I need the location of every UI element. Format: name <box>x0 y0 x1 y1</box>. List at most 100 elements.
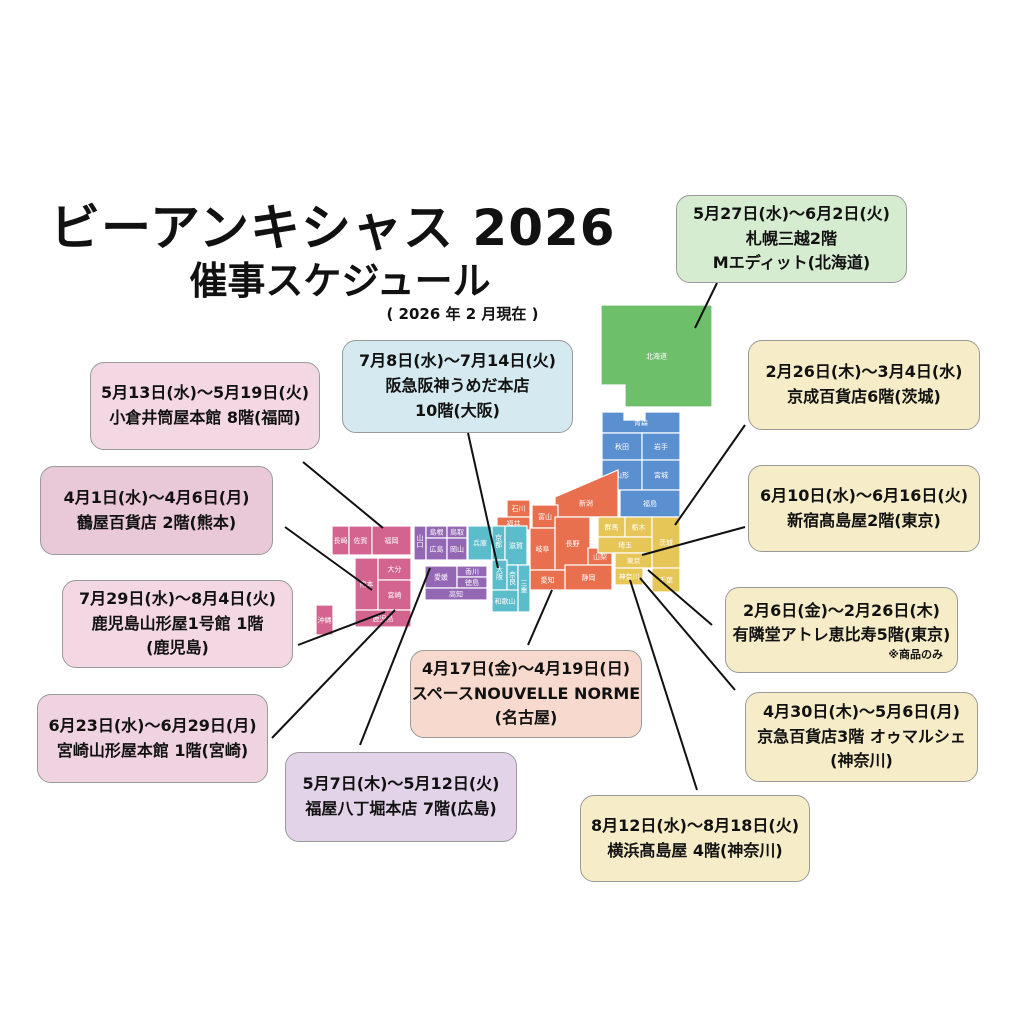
event-venue: (名古屋) <box>494 708 558 728</box>
leader-line <box>467 432 499 569</box>
prefecture-label: 愛知 <box>541 576 555 585</box>
prefecture-label: 岡山 <box>450 545 464 554</box>
leader-line <box>674 424 746 526</box>
prefecture-34 <box>446 537 468 561</box>
prefecture-label: 福島 <box>643 499 657 508</box>
as-of-date: ( 2026 年 2 月現在 ) <box>386 305 539 323</box>
prefecture-label: 鹿児島 <box>373 614 394 623</box>
prefecture-label: 徳島 <box>465 578 479 587</box>
prefecture-label: 広島 <box>430 545 444 554</box>
event-venue: 鹿児島山形屋1号館 1階 <box>91 613 264 633</box>
prefecture-14 <box>564 564 613 591</box>
event-venue: 鶴屋百貨店 2階(熊本) <box>76 512 237 532</box>
prefecture-label: 茨城 <box>659 538 673 547</box>
prefecture-label: 沖縄 <box>318 616 332 625</box>
prefecture-label: 香川 <box>465 567 479 576</box>
prefecture-7 <box>554 469 619 518</box>
event-venue: 10階(大阪) <box>415 400 500 420</box>
prefecture-label: 熊本 <box>360 580 374 589</box>
prefecture-label: 鳥取 <box>450 528 464 537</box>
event-box: 2月26日(木)〜3月4日(水) 京成百貨店6階(茨城) <box>748 340 980 430</box>
prefecture-12 <box>554 516 591 571</box>
event-venue: 新宿髙島屋2階(東京) <box>787 510 941 530</box>
event-venue: Mエディット(北海道) <box>712 253 871 273</box>
prefecture-label: 神奈川 <box>619 572 640 581</box>
event-dates: 4月17日(金)〜4月19日(日) <box>421 658 631 678</box>
prefecture-label: 富山 <box>538 512 552 521</box>
prefecture-28 <box>517 564 531 613</box>
prefecture-label: 北海道 <box>646 352 667 361</box>
prefecture-label: 山形 <box>615 471 629 480</box>
event-dates: 4月30日(木)〜5月6日(月) <box>763 701 960 721</box>
event-venue: 小倉井筒屋本館 8階(福岡) <box>109 408 301 427</box>
prefecture-29 <box>491 589 519 613</box>
event-note: ※商品のみ <box>888 648 943 662</box>
event-dates: 2月26日(木)〜3月4日(水) <box>765 362 963 382</box>
prefecture-label: 宮崎 <box>388 591 402 600</box>
event-venue: 宮崎山形屋本館 1階(宮崎) <box>56 740 249 760</box>
prefecture-label: 山梨 <box>593 552 607 561</box>
prefecture-38 <box>424 587 488 601</box>
prefecture-21 <box>614 567 644 586</box>
event-box: 6月10日(水)〜6月16日(火)新宿髙島屋2階(東京) <box>748 465 980 552</box>
event-dates: 5月27日(水)〜6月2日(火) <box>693 203 890 223</box>
event-box: 2月6日(金)〜2月26日(木) 有隣堂アトレ恵比寿5階(東京) ※商品のみ <box>725 587 958 673</box>
event-box: 5月7日(木)〜5月12日(火)福屋八丁堀本店 7階(広島) <box>285 752 517 842</box>
prefecture-2 <box>601 432 643 461</box>
event-venue: (鹿児島) <box>146 638 209 658</box>
prefecture-label: 兵庫 <box>473 539 487 548</box>
leader-line <box>284 526 373 591</box>
event-venue: スペースNOUVELLE NORME <box>411 683 641 703</box>
event-dates: 4月1日(水)〜4月6日(月) <box>63 487 250 507</box>
prefecture-3 <box>641 432 681 461</box>
prefecture-label: 高知 <box>449 590 463 599</box>
prefecture-label: 長崎 <box>334 536 348 545</box>
leader-line <box>527 589 553 646</box>
prefecture-label: 岐阜 <box>536 545 550 554</box>
prefecture-23 <box>467 525 493 561</box>
leader-line <box>694 282 718 329</box>
event-dates: 6月23日(水)〜6月29日(月) <box>48 715 257 735</box>
prefecture-label: 群馬 <box>605 523 619 532</box>
prefecture-5 <box>641 459 681 491</box>
event-venue: 有隣堂アトレ恵比寿5階(東京) <box>732 625 951 645</box>
prefecture-label: 愛媛 <box>434 573 448 582</box>
event-dates: 7月29日(水)〜8月4日(火) <box>79 588 276 608</box>
prefecture-41 <box>371 525 412 556</box>
prefecture-label: 三重 <box>520 580 528 594</box>
event-venue: 京成百貨店6階(茨城) <box>787 387 941 406</box>
event-box: 4月17日(金)〜4月19日(日) スペースNOUVELLE NORME (名古屋) <box>410 650 642 738</box>
leader-line <box>641 526 746 556</box>
event-venue: 阪急阪神うめだ本店 <box>385 376 530 396</box>
prefecture-label: 岩手 <box>654 442 668 451</box>
prefecture-22 <box>651 567 681 593</box>
event-venue: (神奈川) <box>830 751 893 771</box>
leader-line <box>302 461 384 529</box>
prefecture-label: 東京 <box>627 556 641 565</box>
event-dates: 7月8日(水)〜7月14日(火) <box>359 351 556 371</box>
prefecture-label: 島根 <box>430 528 444 537</box>
event-box: 5月13日(水)〜5月19日(火) 小倉井筒屋本館 8階(福岡) <box>90 362 320 450</box>
leader-line <box>647 569 713 626</box>
leader-line <box>629 579 698 791</box>
event-dates: 5月7日(木)〜5月12日(火) <box>302 774 500 794</box>
prefecture-18 <box>651 516 681 569</box>
prefecture-label: 長野 <box>566 540 580 548</box>
prefecture-label: 奈良 <box>509 570 517 586</box>
prefecture-label: 栃木 <box>632 523 646 532</box>
prefecture-label: 静岡 <box>582 573 596 582</box>
event-box: 7月29日(水)〜8月4日(火) 鹿児島山形屋1号館 1階 (鹿児島) <box>62 580 293 668</box>
page-subtitle: 催事スケジュール <box>189 259 491 303</box>
prefecture-label: 山口 <box>416 533 424 548</box>
event-dates: 5月13日(水)〜5月19日(火) <box>100 383 310 403</box>
event-box: 8月12日(水)〜8月18日(火)横浜髙島屋 4階(神奈川) <box>580 795 810 882</box>
prefecture-0 <box>600 304 713 408</box>
prefecture-label: 千葉 <box>659 576 673 585</box>
event-venue: 京急百貨店3階 オゥマルシェ <box>757 726 966 746</box>
event-dates: 2月6日(金)〜2月26日(木) <box>743 600 940 620</box>
page-title: ビーアンキシャス 2026 <box>50 199 616 257</box>
event-box: 4月1日(水)〜4月6日(月) 鶴屋百貨店 2階(熊本) <box>40 466 273 555</box>
event-box: 4月30日(木)〜5月6日(月) 京急百貨店3階 オゥマルシェ (神奈川) <box>745 692 978 782</box>
prefecture-label: 福井 <box>507 519 521 528</box>
